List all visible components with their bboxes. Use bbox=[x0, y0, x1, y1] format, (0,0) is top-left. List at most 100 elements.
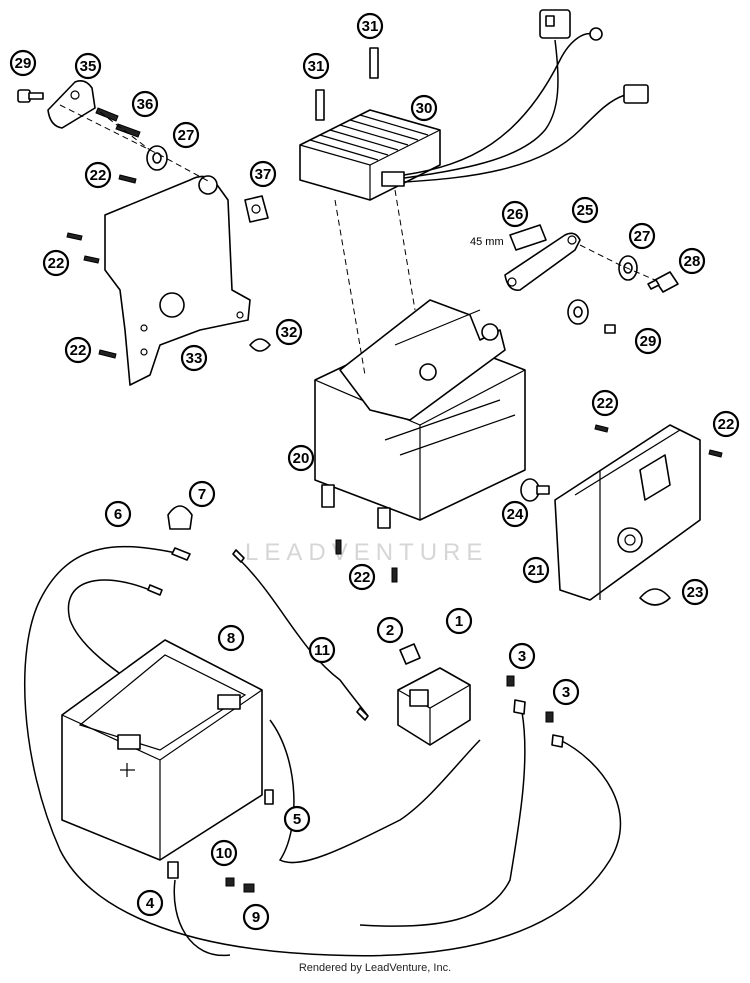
callout-25: 25 bbox=[571, 196, 599, 224]
regulator-wires bbox=[403, 9, 649, 183]
svg-text:21: 21 bbox=[528, 562, 545, 579]
screws-36 bbox=[95, 107, 141, 138]
callout-29: 29 bbox=[634, 327, 662, 355]
starter-relay-1 bbox=[397, 667, 471, 746]
callout-22: 22 bbox=[64, 336, 92, 364]
svg-text:2: 2 bbox=[386, 622, 394, 639]
svg-text:36: 36 bbox=[137, 96, 154, 113]
screw-22-h bbox=[708, 449, 723, 458]
svg-text:1: 1 bbox=[455, 613, 463, 630]
callout-22: 22 bbox=[591, 389, 619, 417]
battery-plate-21 bbox=[554, 424, 701, 601]
dimension-label: 45 mm bbox=[470, 236, 504, 248]
callout-36: 36 bbox=[131, 90, 159, 118]
callout-30: 30 bbox=[410, 94, 438, 122]
svg-text:29: 29 bbox=[15, 55, 32, 72]
screw-22-e bbox=[335, 539, 342, 555]
watermark-text: LEADVENTURE bbox=[245, 539, 488, 566]
callout-1: 1 bbox=[445, 607, 473, 635]
bracket-25 bbox=[504, 232, 581, 292]
screw-22-f bbox=[391, 567, 398, 583]
svg-text:35: 35 bbox=[80, 58, 97, 75]
svg-text:22: 22 bbox=[48, 255, 65, 272]
callout-20: 20 bbox=[287, 444, 315, 472]
screw-3-b bbox=[545, 711, 554, 723]
svg-text:25: 25 bbox=[577, 202, 594, 219]
callout-8: 8 bbox=[217, 624, 245, 652]
footer-credit: Rendered by LeadVenture, Inc. bbox=[298, 962, 452, 974]
svg-text:33: 33 bbox=[186, 350, 203, 367]
bolt-31-top bbox=[369, 47, 379, 79]
svg-text:37: 37 bbox=[255, 166, 272, 183]
callout-28: 28 bbox=[678, 247, 706, 275]
callout-35: 35 bbox=[74, 52, 102, 80]
svg-text:23: 23 bbox=[687, 584, 704, 601]
screw-22-b bbox=[66, 232, 83, 241]
clip-37 bbox=[244, 195, 269, 223]
nut-10 bbox=[225, 877, 235, 887]
callout-22: 22 bbox=[84, 161, 112, 189]
callout-31: 31 bbox=[302, 52, 330, 80]
svg-text:28: 28 bbox=[684, 253, 701, 270]
callout-2: 2 bbox=[376, 616, 404, 644]
callout-10: 10 bbox=[210, 839, 238, 867]
svg-text:4: 4 bbox=[146, 895, 155, 912]
callout-29: 29 bbox=[9, 49, 37, 77]
bolt-31-left bbox=[315, 89, 325, 121]
callout-37: 37 bbox=[249, 160, 277, 188]
svg-text:3: 3 bbox=[518, 648, 526, 665]
callout-22: 22 bbox=[42, 249, 70, 277]
callout-31: 31 bbox=[356, 12, 384, 40]
callout-24: 24 bbox=[501, 500, 529, 528]
svg-text:27: 27 bbox=[634, 228, 651, 245]
callout-6: 6 bbox=[104, 500, 132, 528]
callout-3: 3 bbox=[552, 678, 580, 706]
watermark: LEADVENTURE bbox=[245, 426, 488, 566]
svg-text:20: 20 bbox=[293, 450, 310, 467]
plate-35 bbox=[47, 80, 96, 129]
terminal-cap-7 bbox=[167, 505, 193, 530]
screw-22-c bbox=[83, 255, 100, 264]
callout-21: 21 bbox=[522, 556, 550, 584]
callout-26: 26 bbox=[501, 200, 529, 228]
svg-text:11: 11 bbox=[314, 642, 330, 659]
fuse-2 bbox=[399, 643, 421, 665]
spacer-26 bbox=[509, 224, 547, 251]
screw-22-g bbox=[594, 424, 609, 433]
screw-3-a bbox=[506, 675, 515, 687]
callout-4: 4 bbox=[136, 889, 164, 917]
callout-7: 7 bbox=[188, 480, 216, 508]
clip-23 bbox=[639, 588, 671, 606]
rubber-24 bbox=[520, 478, 550, 502]
screw-22-a bbox=[118, 174, 137, 184]
bolt-28 bbox=[647, 271, 679, 293]
mounting-bracket bbox=[104, 175, 251, 386]
svg-text:22: 22 bbox=[597, 395, 614, 412]
callout-3: 3 bbox=[508, 642, 536, 670]
callout-22: 22 bbox=[712, 410, 740, 438]
svg-text:27: 27 bbox=[178, 127, 195, 144]
svg-text:31: 31 bbox=[362, 18, 379, 35]
grommet-29-right bbox=[567, 299, 616, 334]
svg-text:9: 9 bbox=[252, 909, 260, 926]
svg-text:26: 26 bbox=[507, 206, 524, 223]
battery-8 bbox=[61, 639, 263, 861]
callout-9: 9 bbox=[242, 903, 270, 931]
voltage-regulator bbox=[299, 109, 441, 201]
callout-23: 23 bbox=[681, 578, 709, 606]
svg-text:8: 8 bbox=[227, 630, 235, 647]
svg-text:30: 30 bbox=[416, 100, 433, 117]
callout-5: 5 bbox=[283, 805, 311, 833]
svg-text:22: 22 bbox=[90, 167, 107, 184]
callout-11: 11 bbox=[308, 636, 336, 664]
svg-text:5: 5 bbox=[293, 811, 301, 828]
bolt-9 bbox=[243, 883, 255, 893]
callout-27: 27 bbox=[172, 121, 200, 149]
svg-text:7: 7 bbox=[198, 486, 206, 503]
svg-text:31: 31 bbox=[308, 58, 325, 75]
svg-text:6: 6 bbox=[114, 506, 122, 523]
svg-text:10: 10 bbox=[216, 845, 233, 862]
callout-32: 32 bbox=[275, 318, 303, 346]
battery-box bbox=[314, 299, 526, 529]
